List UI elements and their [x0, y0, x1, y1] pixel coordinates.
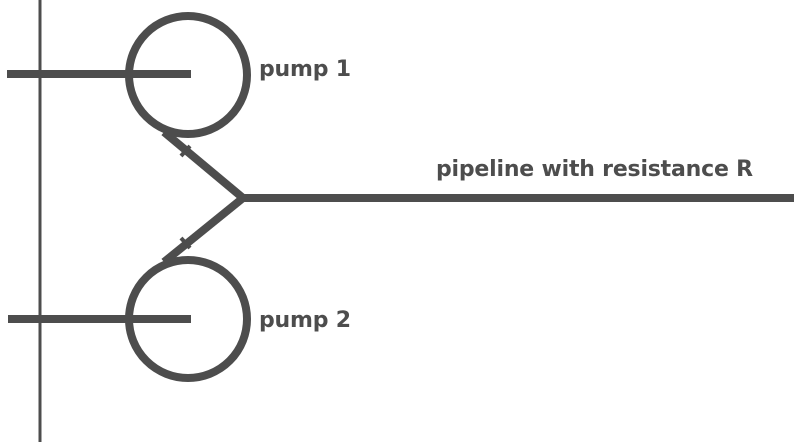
pump-1-outlet-branch [161, 128, 246, 202]
pump-2-outlet-branch [161, 194, 246, 266]
pump-1-label: pump 1 [259, 57, 351, 82]
pump-2-branch-flange [179, 236, 192, 250]
pipeline-label: pipeline with resistance R [436, 157, 753, 182]
pump-1-branch-flange [179, 144, 192, 158]
pump-2-label: pump 2 [259, 308, 351, 333]
